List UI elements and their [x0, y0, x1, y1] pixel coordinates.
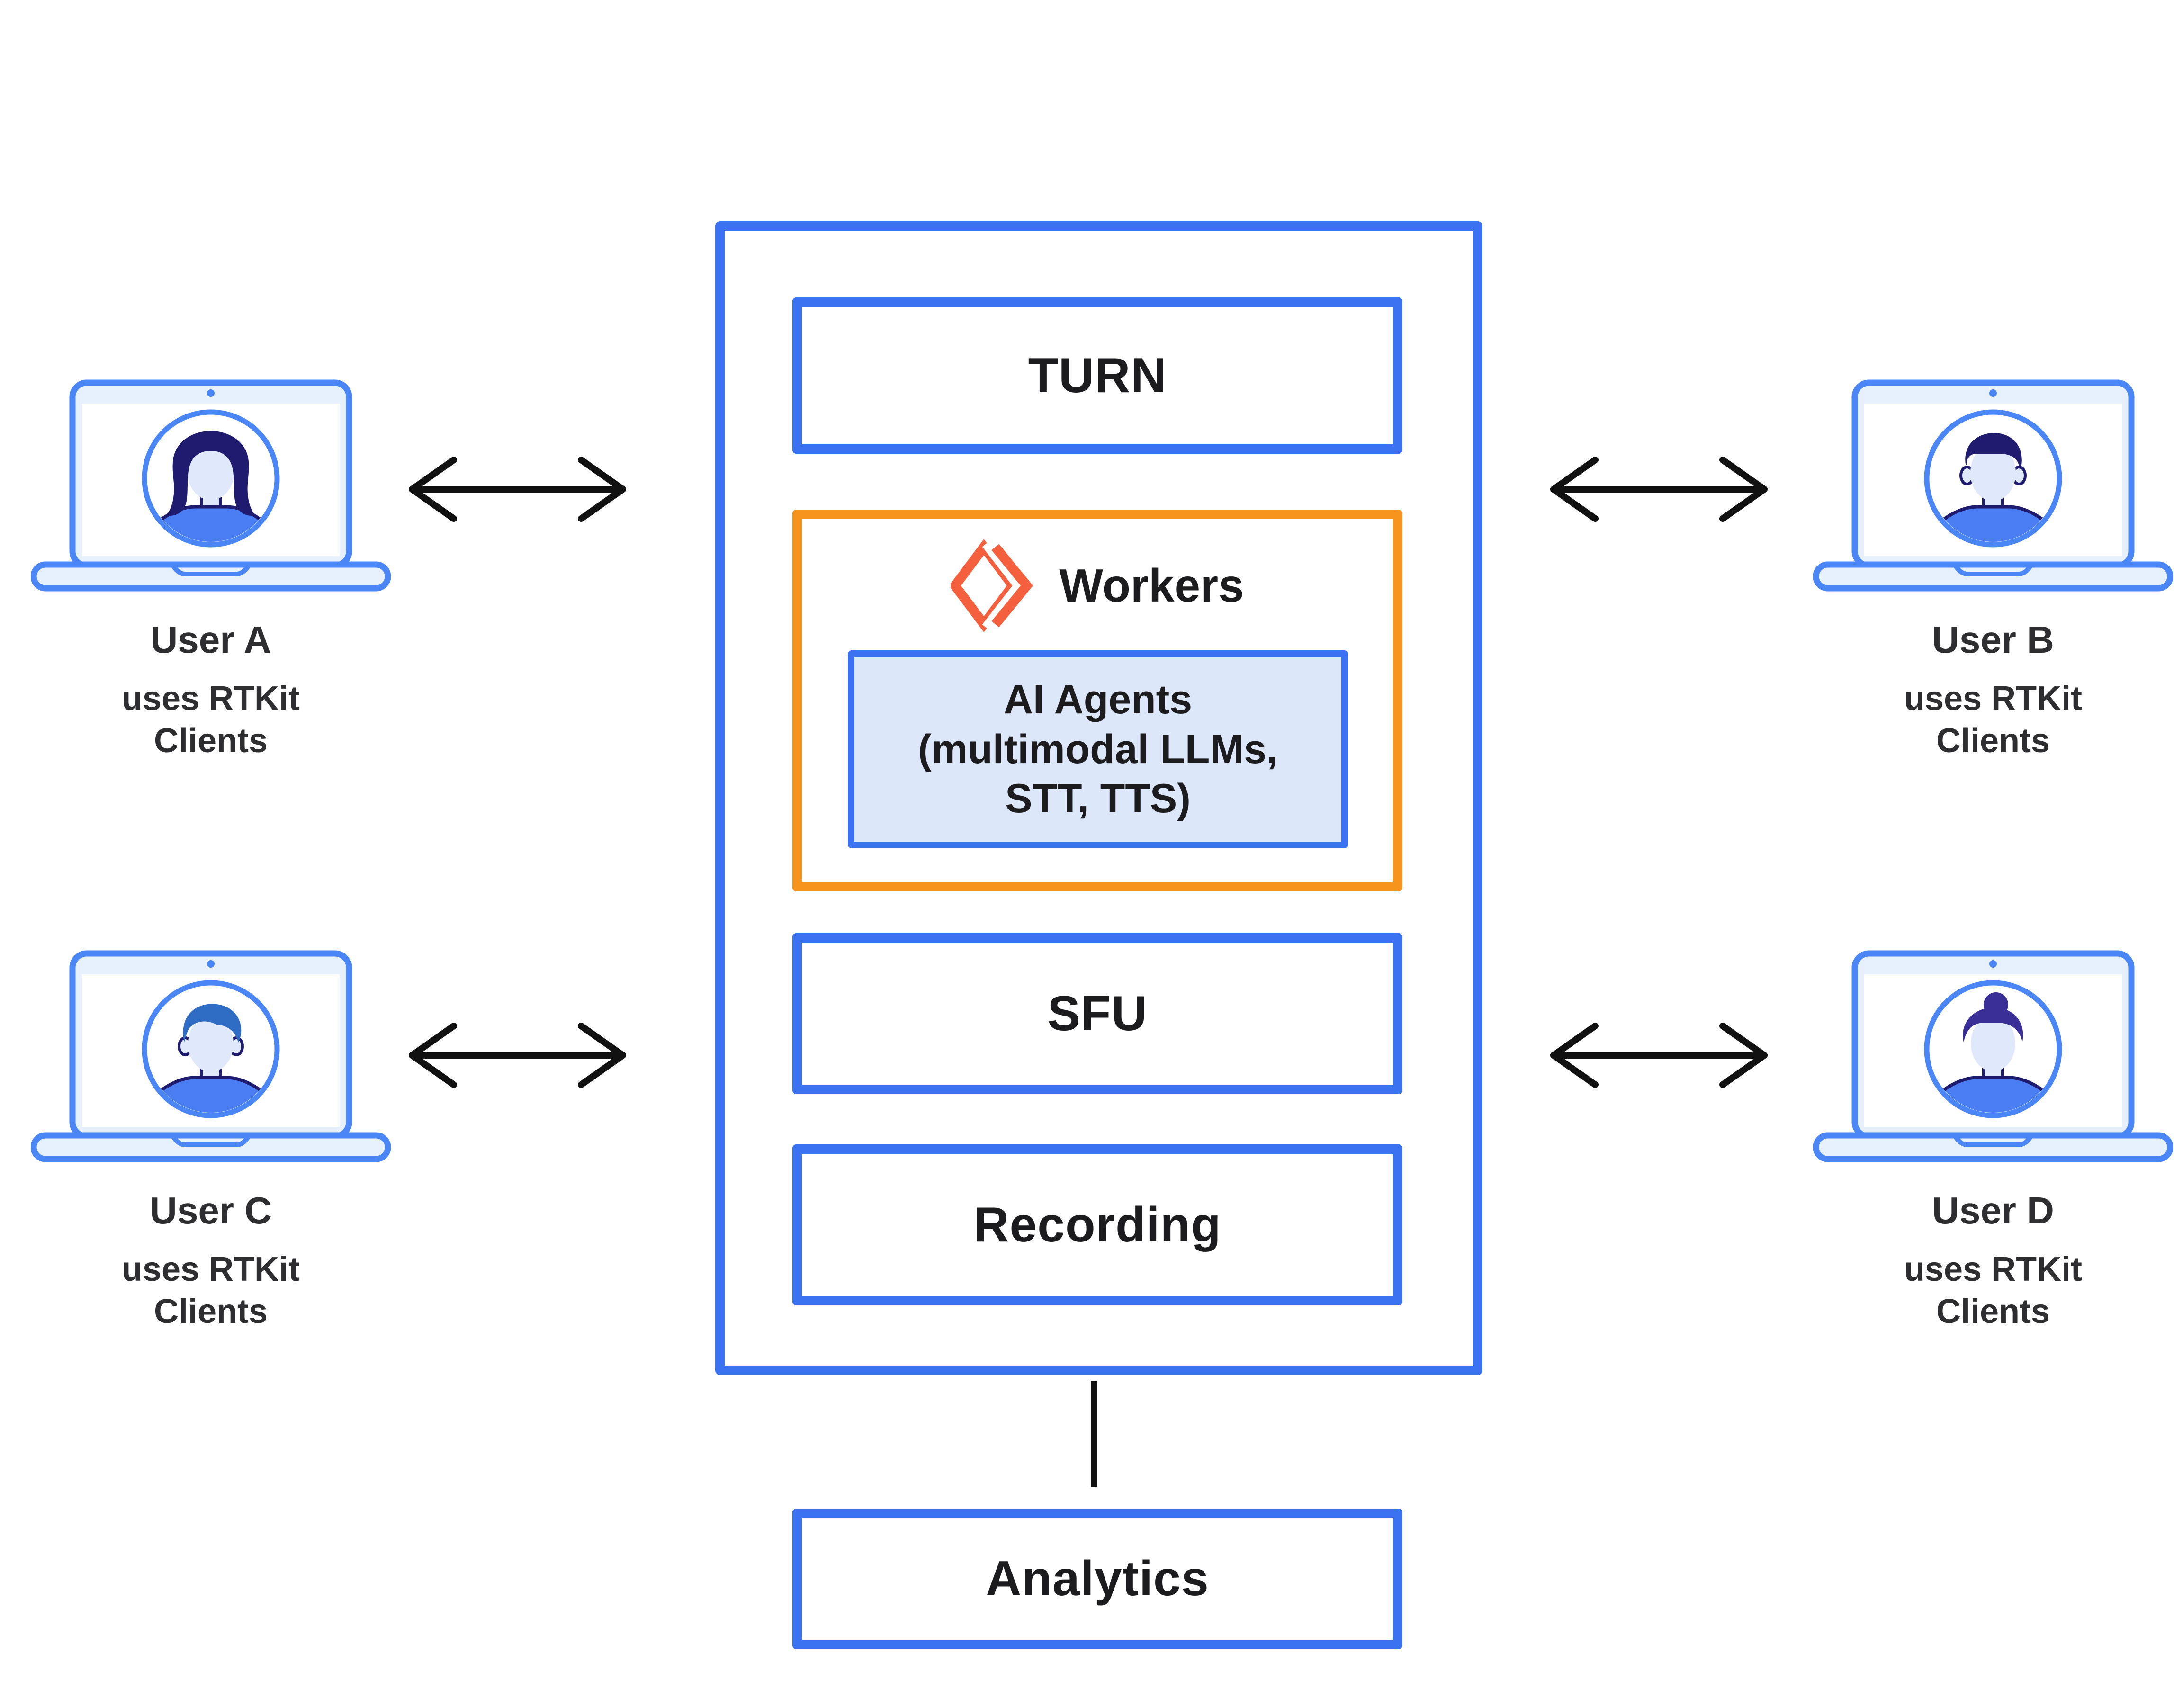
user-d-laptop-icon [1813, 950, 2173, 1164]
user-b-laptop-icon [1813, 379, 2173, 593]
user-sub-line: uses RTKit [1904, 1250, 2083, 1288]
analytics-box: Analytics [792, 1509, 1402, 1649]
arrow-user-c-platform [409, 1023, 626, 1088]
user-name: User A [150, 619, 271, 661]
sfu-box: SFU [792, 933, 1402, 1094]
ai-agents-subtitle-line: STT, TTS) [1005, 776, 1191, 822]
turn-box: TURN [792, 297, 1402, 454]
user-b-labels: User B uses RTKit Clients [1813, 618, 2173, 763]
user-sub-line: uses RTKit [121, 1250, 300, 1288]
arrow-user-d-platform [1550, 1023, 1768, 1088]
user-sub-line: Clients [1936, 722, 2050, 760]
user-sub-line: Clients [153, 722, 268, 760]
user-sub-line: Clients [153, 1293, 268, 1331]
user-c-group: User C uses RTKit Clients [31, 950, 391, 1330]
user-b-group: User B uses RTKit Clients [1813, 379, 2173, 760]
ai-agents-box: AI Agents (multimodal LLMs, STT, TTS) [848, 650, 1348, 848]
workers-diamond-chevron-icon [951, 539, 1033, 632]
user-d-labels: User D uses RTKit Clients [1813, 1189, 2173, 1333]
recording-box: Recording [792, 1144, 1402, 1305]
workers-label: Workers [1059, 559, 1244, 611]
user-c-labels: User C uses RTKit Clients [31, 1189, 391, 1333]
user-d-group: User D uses RTKit Clients [1813, 950, 2173, 1330]
user-name: User B [1932, 619, 2054, 661]
user-name: User C [150, 1189, 272, 1232]
user-name: User D [1932, 1189, 2054, 1232]
workers-box: Workers AI Agents (multimodal LLMs, STT,… [792, 510, 1402, 891]
arrow-user-a-platform [409, 457, 626, 522]
ai-agents-subtitle-line: (multimodal LLMs, [918, 726, 1278, 772]
turn-label: TURN [1028, 348, 1167, 403]
user-sub-line: Clients [1936, 1293, 2050, 1331]
ai-agents-title: AI Agents [1003, 676, 1193, 722]
workers-logo-row: Workers [802, 538, 1393, 633]
arrow-user-b-platform [1550, 457, 1768, 522]
user-a-labels: User A uses RTKit Clients [31, 618, 391, 763]
sfu-label: SFU [1047, 986, 1148, 1041]
user-sub-line: uses RTKit [121, 680, 300, 718]
user-c-laptop-icon [31, 950, 391, 1164]
user-a-group: User A uses RTKit Clients [31, 379, 391, 760]
user-a-laptop-icon [31, 379, 391, 593]
user-sub-line: uses RTKit [1904, 680, 2083, 718]
recording-label: Recording [973, 1197, 1222, 1252]
analytics-label: Analytics [986, 1551, 1209, 1606]
